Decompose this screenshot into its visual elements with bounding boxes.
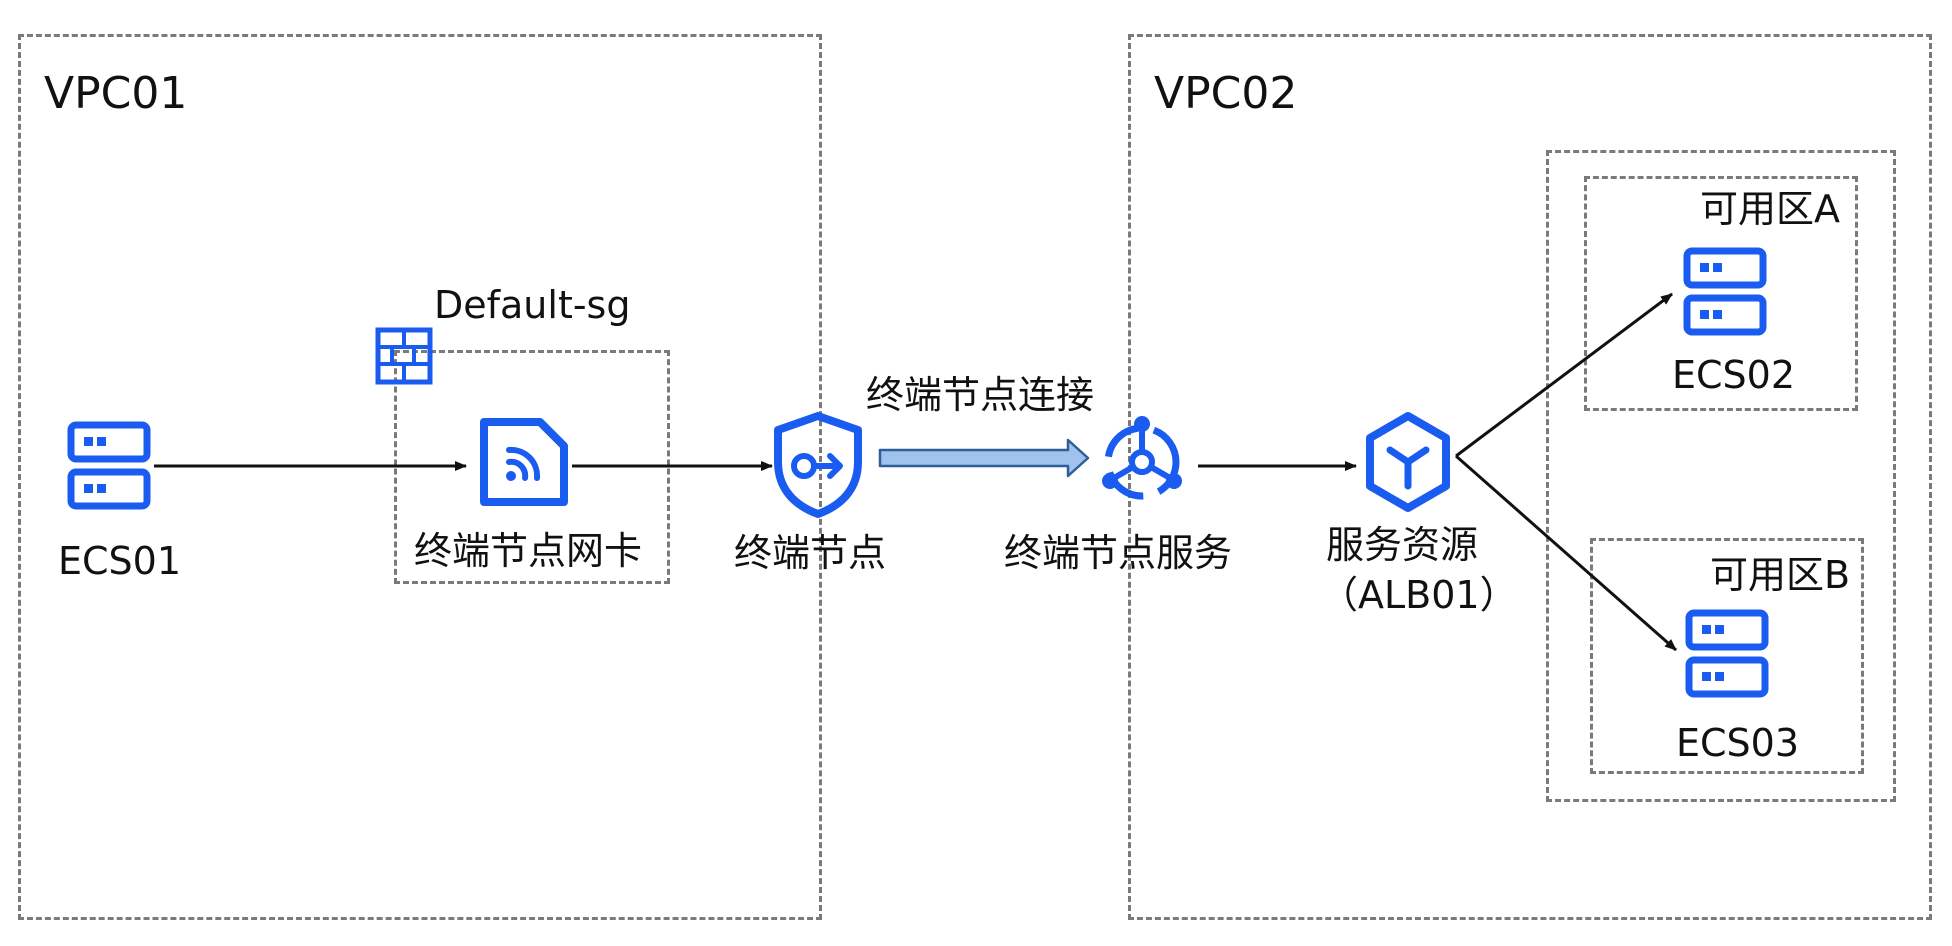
service-resource-label-line1: 服务资源 [1326, 523, 1479, 567]
nic-icon [480, 418, 568, 506]
server-icon [67, 421, 151, 510]
endpoint-service-label: 终端节点服务 [1004, 531, 1233, 575]
vpc01-title: VPC01 [44, 68, 188, 119]
vpc01-boundary [18, 34, 822, 920]
server-icon [1685, 609, 1769, 698]
endpoint-label: 终端节点 [734, 531, 887, 575]
zone-a-label: 可用区A [1700, 187, 1840, 231]
endpoint-connection-arrow [878, 438, 1090, 478]
zone-b-boundary [1590, 538, 1864, 774]
ecs02-label: ECS02 [1672, 353, 1796, 397]
endpoint-nic-label: 终端节点网卡 [414, 529, 643, 573]
server-icon [1683, 247, 1767, 336]
vpc02-boundary [1128, 34, 1932, 920]
link-resource-to-ecs02 [1455, 292, 1673, 458]
endpoint-shield-icon [774, 412, 862, 518]
link-resource-to-ecs03 [1455, 454, 1677, 652]
vpc02-title: VPC02 [1154, 68, 1298, 119]
endpoint-service-icon [1102, 416, 1182, 500]
load-balancer-icon [1366, 412, 1450, 512]
availability-zones-boundary [1546, 150, 1896, 802]
ecs03-label: ECS03 [1676, 721, 1800, 765]
zone-a-boundary [1584, 176, 1858, 411]
endpoint-connection-label: 终端节点连接 [866, 373, 1095, 417]
service-resource-label-line2: （ALB01） [1320, 573, 1518, 617]
zone-b-label: 可用区B [1710, 553, 1851, 597]
firewall-icon [375, 327, 433, 385]
ecs01-label: ECS01 [58, 539, 182, 583]
security-group-label: Default-sg [434, 283, 631, 327]
